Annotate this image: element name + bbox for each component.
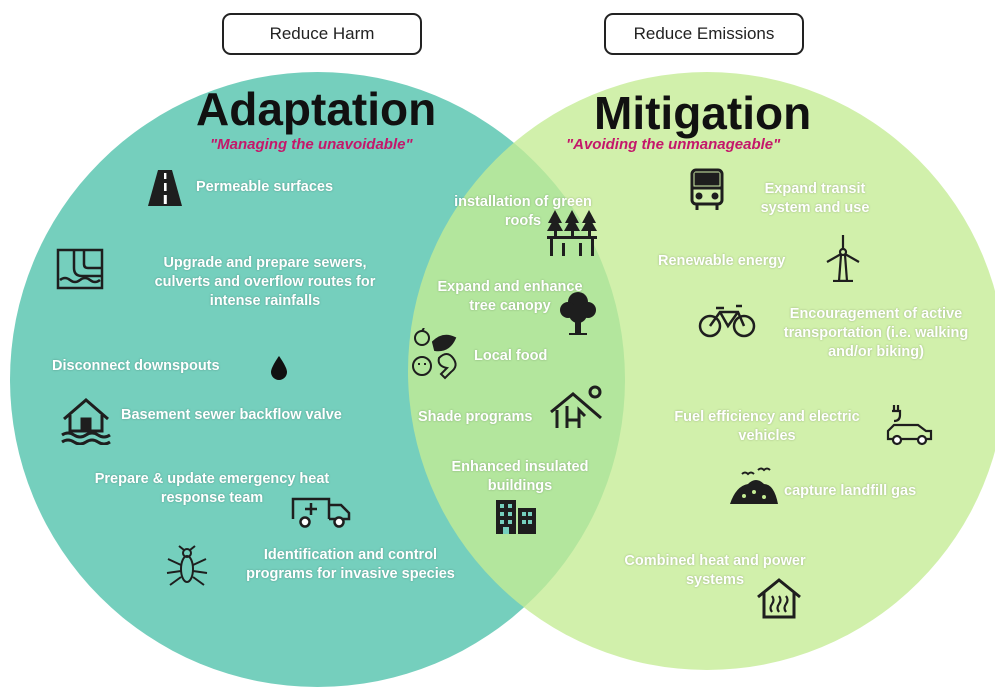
backflow-valve-label: Basement sewer backflow valve: [121, 407, 342, 423]
transit-label: Expand transit system and use: [760, 181, 870, 216]
landfill-gas-label: capture landfill gas: [784, 483, 917, 499]
adaptation-title: Adaptation: [196, 83, 437, 135]
tree-icon: [559, 290, 597, 336]
active-transportation-label: Encouragement of active transportation (…: [783, 306, 969, 360]
mitigation-subtitle: "Avoiding the unmanageable": [566, 136, 781, 153]
bus-icon: [689, 168, 725, 212]
vegetables-icon: [409, 328, 463, 380]
wind-turbine-icon: [819, 234, 867, 282]
green-roofs-label: installation of green roofs: [454, 194, 592, 229]
shade-tent-icon: [549, 384, 605, 430]
combined-heat-power-label: Combined heat and power systems: [624, 553, 806, 588]
mitigation-title: Mitigation: [594, 87, 812, 139]
sewers-label: Upgrade and prepare sewers, culverts and…: [154, 255, 376, 309]
road-icon: [146, 168, 184, 208]
flooded-house-icon: [60, 397, 112, 445]
shade-programs-label: Shade programs: [418, 409, 533, 425]
electric-vehicles-label: Fuel efficiency and electric vehicles: [674, 409, 860, 444]
invasive-species-label: Identification and control programs for …: [246, 547, 455, 582]
adaptation-subtitle: "Managing the unavoidable": [210, 136, 413, 153]
reduce-harm-pill: Reduce Harm: [222, 13, 422, 55]
local-food-label: Local food: [474, 348, 548, 364]
insulated-buildings-label: Enhanced insulated buildings: [451, 459, 589, 494]
sewer-pipe-icon: [56, 246, 106, 292]
insect-icon: [164, 545, 210, 587]
bicycle-icon: [698, 302, 756, 338]
green-roof-icon: [545, 207, 599, 257]
electric-car-icon: [884, 403, 934, 447]
ambulance-icon: [291, 491, 353, 529]
water-drop-icon: [270, 355, 288, 381]
renewable-energy-label: Renewable energy: [658, 253, 786, 269]
downspouts-label: Disconnect downspouts: [52, 358, 220, 374]
mitigation-circle: [408, 72, 995, 670]
building-icon: [494, 499, 538, 535]
heated-house-icon: [755, 577, 803, 619]
emergency-heat-label: Prepare & update emergency heat response…: [94, 471, 330, 506]
tree-canopy-label: Expand and enhance tree canopy: [437, 279, 583, 314]
landfill-icon: [728, 466, 780, 506]
venn-diagram: Reduce Harm Reduce Emissions Adaptation …: [10, 13, 995, 687]
reduce-emissions-pill: Reduce Emissions: [604, 13, 804, 55]
permeable-surfaces-label: Permeable surfaces: [196, 179, 334, 195]
